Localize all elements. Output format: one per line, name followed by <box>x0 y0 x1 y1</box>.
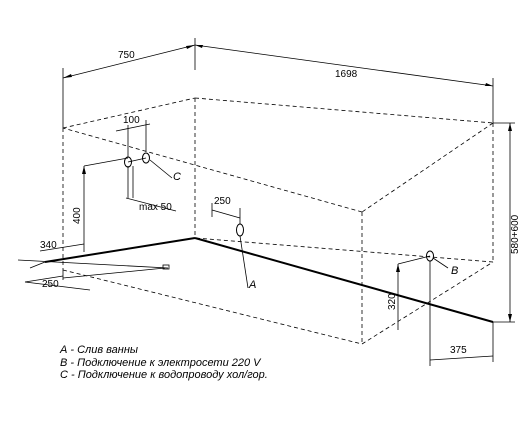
dimension-580-600 <box>493 122 515 323</box>
marker-c: C <box>173 171 181 183</box>
dimension-400-label: 400 <box>72 207 83 224</box>
legend-item-a: А - Слив ванны <box>60 344 138 356</box>
water-connection <box>82 120 177 252</box>
drain-a <box>211 203 249 289</box>
marker-b: B <box>451 265 458 277</box>
electric-connection-b <box>396 250 494 366</box>
dimension-250-center-label: 250 <box>214 196 231 207</box>
dimension-max-50-label: max 50 <box>139 202 172 213</box>
dimension-320-label: 320 <box>387 293 398 310</box>
legend-item-b: В - Подключение к электросети 220 V <box>60 356 261 369</box>
bathtub-outline <box>62 97 494 345</box>
dimension-100-label: 100 <box>123 115 140 126</box>
dimension-750 <box>62 38 196 128</box>
legend-item-c: С - Подключение к водопроводу хол/гор. <box>60 369 268 381</box>
dimension-1698 <box>194 44 494 123</box>
floor-lines <box>29 237 494 323</box>
dimension-250-left-label: 250 <box>42 279 59 290</box>
marker-a: A <box>248 279 256 291</box>
dimension-375-label: 375 <box>450 345 467 356</box>
dimension-580-600-label: 580+600 <box>510 214 521 254</box>
dimension-750-label: 750 <box>118 50 135 61</box>
legend: А - Слив ванны В - Подключение к электро… <box>60 344 268 382</box>
dimension-340-label: 340 <box>40 240 57 251</box>
dimension-1698-label: 1698 <box>335 69 358 80</box>
dimension-340-250 <box>17 243 170 291</box>
